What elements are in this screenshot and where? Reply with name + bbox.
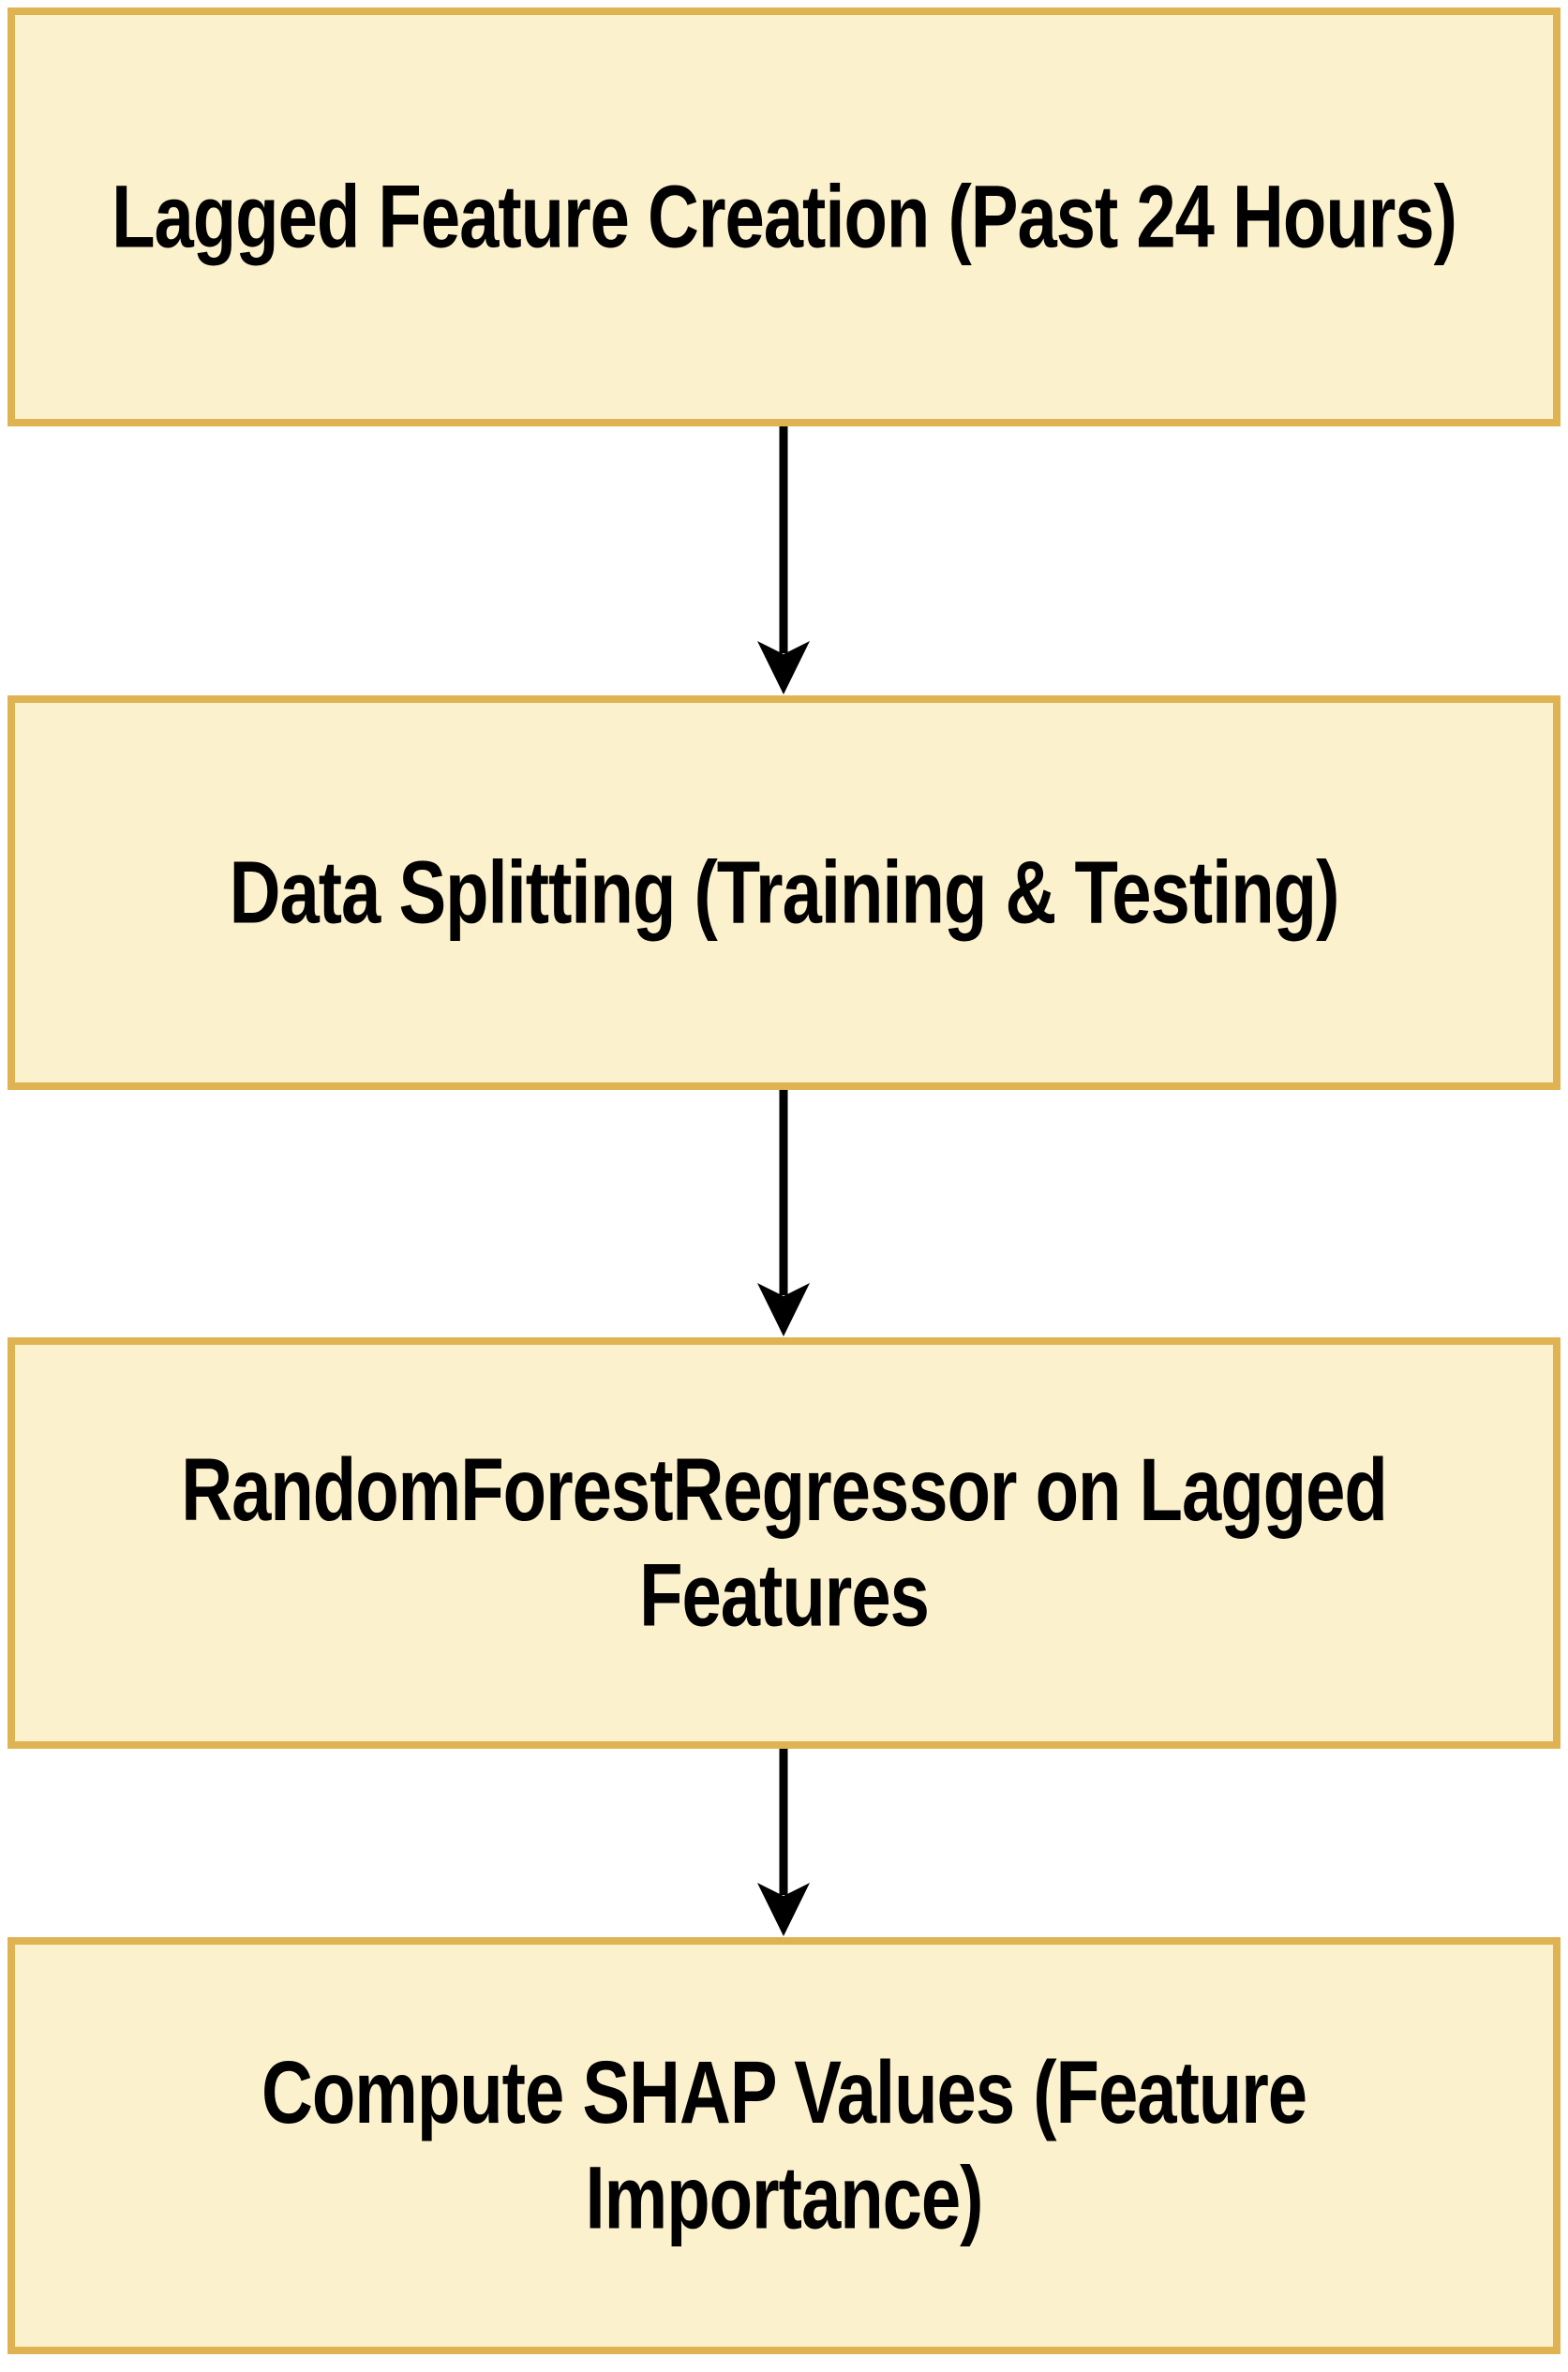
flow-arrow-3-down-icon — [757, 1749, 810, 1936]
node-label: Lagged Feature Creation (Past 24 Hours) — [112, 166, 1457, 267]
node-label: Compute SHAP Values (Feature Importance) — [261, 2042, 1307, 2248]
node-label: Data Splitting (Training & Testing) — [229, 842, 1340, 943]
flowchart-node-randomforestregressor: RandomForestRegressor on Lagged Features — [7, 1337, 1561, 1749]
flowchart-node-lagged-feature-creation: Lagged Feature Creation (Past 24 Hours) — [7, 7, 1561, 426]
node-label: RandomForestRegressor on Lagged Features — [181, 1440, 1388, 1646]
flow-arrow-1-down-icon — [757, 426, 810, 694]
flowchart-node-compute-shap-values: Compute SHAP Values (Feature Importance) — [7, 1937, 1561, 2354]
flowchart-node-data-splitting: Data Splitting (Training & Testing) — [7, 695, 1561, 1090]
flow-arrow-2-down-icon — [757, 1090, 810, 1336]
